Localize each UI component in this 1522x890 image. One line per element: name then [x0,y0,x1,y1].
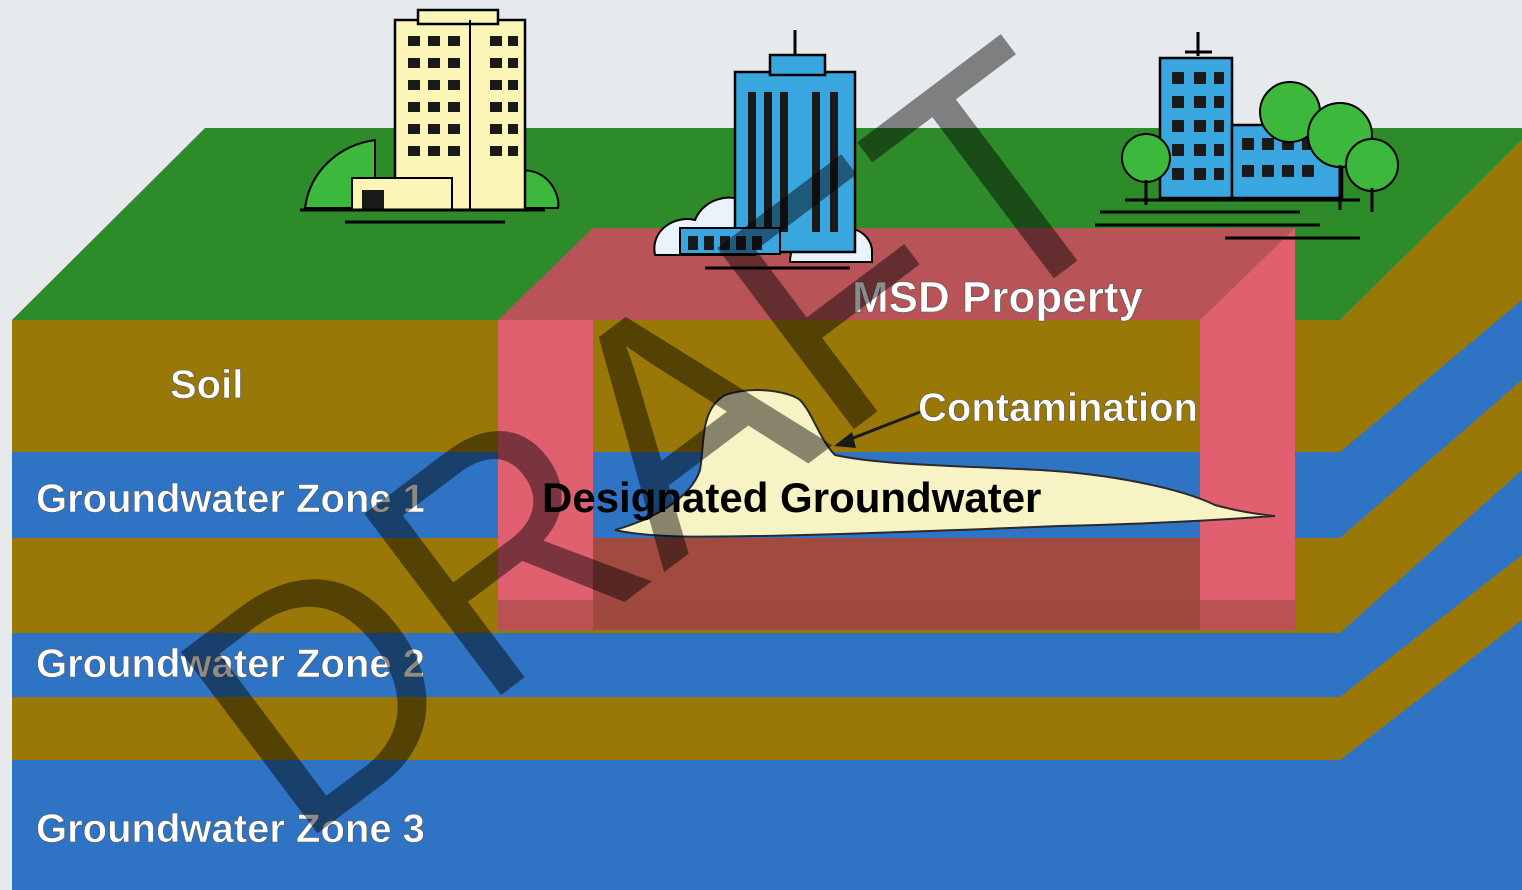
groundwater-zone-3-label: Groundwater Zone 3 [36,807,425,851]
office-tower-icon [653,30,873,270]
msd-property-label: MSD Property [852,273,1143,322]
campus-building-icon [1095,32,1399,240]
residential-tower-icon [300,8,560,224]
groundwater-zone-3-layer [12,760,1340,890]
aquitard-layer-2 [12,697,1340,760]
soil-label: Soil [170,363,243,407]
groundwater-zone-2-label: Groundwater Zone 2 [36,642,425,686]
designated-groundwater-label: Designated Groundwater [542,474,1041,521]
groundwater-zone-2-layer [12,633,1340,697]
block-right-face [1340,140,1522,890]
contamination-label: Contamination [918,386,1198,430]
contamination-arrow [834,410,921,448]
soil-layer [12,320,1340,452]
groundwater-zone-1-label: Groundwater Zone 1 [36,477,425,521]
contamination-plume [614,389,1276,538]
